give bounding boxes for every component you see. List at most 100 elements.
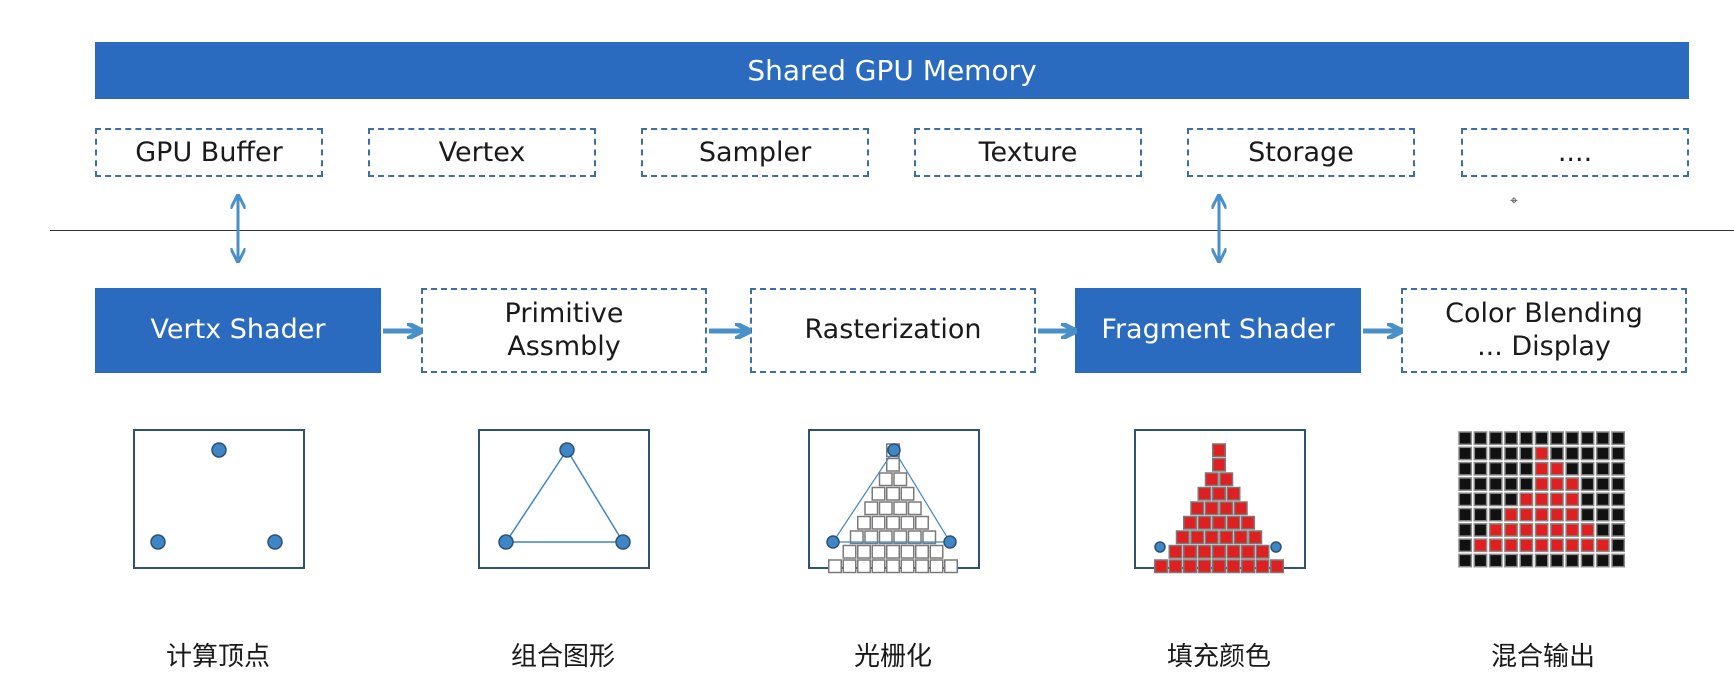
stage-primitive-assembly: Primitive Assmbly [421, 288, 707, 373]
pixel-cell [1458, 431, 1473, 446]
pixel-cell [1488, 538, 1503, 553]
pixel-cell [871, 544, 886, 559]
pixel-cell [1473, 477, 1488, 491]
pixel-cell [1212, 544, 1226, 559]
vertex-point [150, 534, 166, 550]
pixel-cell [1611, 461, 1626, 476]
blend-grid-group [1458, 431, 1626, 568]
pixel-cell [1175, 530, 1190, 545]
pixel-cell [1488, 492, 1503, 507]
vertex-point [887, 443, 901, 457]
pixel-cell [1473, 492, 1488, 507]
pixel-cell [1550, 446, 1564, 461]
vertex-points-group [150, 442, 283, 550]
pixel-cell [1595, 477, 1610, 491]
stage-fragment-shader: Fragment Shader [1075, 288, 1361, 373]
pixel-cell [1534, 431, 1549, 446]
vertex-point [943, 535, 957, 549]
stage-label: Vertx Shader [150, 314, 326, 346]
stage-label: Primitive Assmbly [504, 298, 624, 362]
pixel-cell [907, 501, 922, 516]
pixel-cell [1183, 559, 1197, 574]
pixel-cell [1534, 507, 1549, 522]
pixel-cell [915, 544, 929, 559]
pixel-cell [886, 515, 900, 530]
pixel-cell [1458, 553, 1473, 568]
pixel-cell [1611, 523, 1626, 537]
pixel-cell [1534, 538, 1549, 553]
pixel-cell [1458, 461, 1473, 476]
primitive-triangle-group [498, 442, 631, 550]
pixel-cell [871, 486, 886, 501]
pixel-cell [886, 544, 900, 559]
pixel-cell [849, 530, 864, 545]
memory-item-label: .... [1557, 137, 1593, 168]
memory-item-label: GPU Buffer [135, 137, 283, 168]
pixel-cell [1534, 446, 1549, 461]
pixel-cell [1504, 431, 1518, 446]
pixel-cell [1212, 515, 1226, 530]
pixel-cell [842, 559, 857, 574]
caption-assemble-shapes: 组合图形 [510, 642, 615, 672]
pixel-cell [1565, 553, 1580, 568]
pixel-cell [864, 501, 879, 516]
memory-item-texture: Texture [914, 128, 1142, 177]
pixel-cell [893, 501, 908, 516]
pixel-cell [1241, 544, 1255, 559]
pixel-cell [1519, 431, 1534, 446]
pixel-cell [1488, 507, 1503, 522]
pixel-cell [1550, 492, 1564, 507]
pixel-cell [1595, 553, 1610, 568]
pixel-cell [1565, 477, 1580, 491]
pixel-cell [1550, 477, 1564, 491]
memory-item-storage: Storage [1187, 128, 1415, 177]
pixel-cell [1611, 538, 1626, 553]
pixel-cell [1219, 472, 1234, 487]
pixel-cell [1219, 530, 1234, 545]
pixel-cell [886, 486, 900, 501]
pixel-cell [828, 559, 842, 574]
pixel-cell [1534, 492, 1549, 507]
pixel-cell [1241, 515, 1255, 530]
pixel-cell [915, 559, 929, 574]
pixel-cell [1565, 446, 1580, 461]
pixel-cell [1197, 559, 1212, 574]
pixel-cell [1595, 431, 1610, 446]
pixel-cell [1504, 538, 1518, 553]
pixel-cell [1504, 461, 1518, 476]
pixel-cell [1580, 538, 1595, 553]
pixel-cell [1550, 461, 1564, 476]
pixel-cell [1611, 492, 1626, 507]
pixel-cell [1504, 477, 1518, 491]
pixel-cell [1197, 486, 1212, 501]
pixel-cell [1255, 559, 1270, 574]
stage-label: Fragment Shader [1101, 314, 1335, 346]
pixel-cell [900, 515, 915, 530]
pixel-cell [1595, 461, 1610, 476]
pixel-cell [1504, 492, 1518, 507]
pixel-cell [944, 559, 958, 574]
pixel-cell [1519, 477, 1534, 491]
pixel-cell [1611, 431, 1626, 446]
pixel-cell [878, 472, 893, 487]
shared-gpu-memory-bar: Shared GPU Memory [95, 42, 1689, 99]
pixel-cell [1458, 523, 1473, 537]
pixel-cell [1212, 457, 1226, 472]
pixel-cell [1458, 446, 1473, 461]
pixel-cell [1183, 515, 1197, 530]
pixel-cell [1534, 553, 1549, 568]
pixel-cell [907, 530, 922, 545]
pixel-cell [1458, 477, 1473, 491]
pixel-cell [1504, 553, 1518, 568]
pixel-cell [1565, 461, 1580, 476]
pixel-cell [842, 544, 857, 559]
pixel-cell [1212, 486, 1226, 501]
memory-item-label: Vertex [438, 137, 526, 168]
pixel-cell [1534, 523, 1549, 537]
pixel-cell [1595, 538, 1610, 553]
pixel-cell [1580, 461, 1595, 476]
pixel-cell [893, 530, 908, 545]
pixel-cell [1519, 492, 1534, 507]
pixel-cell [1504, 507, 1518, 522]
pixel-cell [1565, 523, 1580, 537]
